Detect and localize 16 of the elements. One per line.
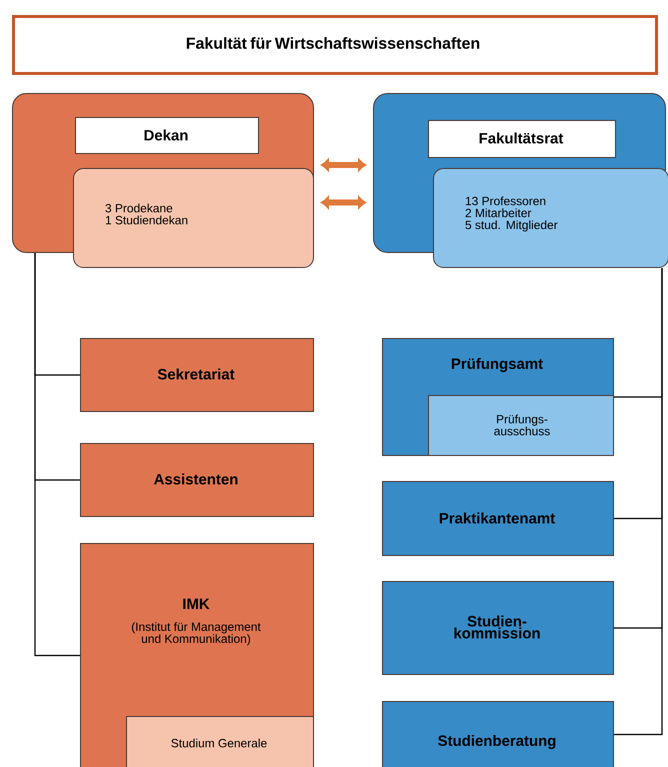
member-box: 3 Prodekane 1 Studiendekan bbox=[73, 168, 314, 268]
connector-line bbox=[614, 268, 663, 736]
connector-line bbox=[34, 253, 80, 656]
office-box: Studienberatung bbox=[382, 701, 614, 767]
member-box: 13 Professoren 2 Mitarbeiter 5 stud. Mitglieder bbox=[433, 168, 668, 268]
title-box: Fakultätsrat bbox=[428, 120, 616, 158]
office-box: Sekretariat bbox=[80, 338, 314, 412]
office-box: Praktikantenamt bbox=[382, 481, 614, 556]
double-arrow bbox=[320, 196, 366, 209]
office-box: Assistenten bbox=[80, 443, 314, 517]
program-box: Studium Generale bbox=[126, 716, 314, 767]
office-box: Studien- kommission bbox=[382, 581, 614, 675]
double-arrow bbox=[320, 158, 366, 172]
title-box: Fakultät für Wirtschaftswissenschaften bbox=[12, 15, 658, 75]
committee-box: Prüfungs- ausschuss bbox=[428, 395, 614, 456]
title-box: Dekan bbox=[75, 117, 259, 154]
